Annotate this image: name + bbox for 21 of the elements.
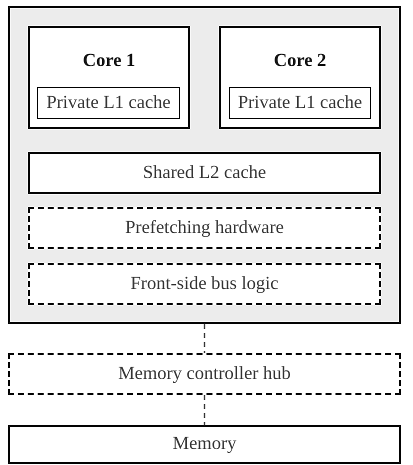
cache-box <box>37 87 180 119</box>
cache-label: Private L1 cache <box>238 92 362 114</box>
dashed-box <box>28 207 381 249</box>
chip-panel <box>8 6 401 324</box>
cache-box <box>229 87 371 119</box>
cache-label: Private L1 cache <box>46 92 171 114</box>
box-label: Memory controller hub <box>118 364 291 384</box>
core-label: Core 2 <box>274 51 326 72</box>
cache-box <box>28 152 381 194</box>
core-box <box>28 26 190 129</box>
box-label: Memory <box>172 434 236 455</box>
box-label: Front-side bus logic <box>130 274 278 294</box>
dashed-connector <box>204 324 206 353</box>
cache-label: Shared L2 cache <box>142 162 266 184</box>
dashed-box <box>28 263 381 305</box>
dashed-box <box>8 353 401 395</box>
core-box <box>219 26 381 129</box>
dashed-connector <box>204 395 206 425</box>
core-label: Core 1 <box>82 51 136 72</box>
box-label: Prefetching hardware <box>125 218 284 238</box>
memory-box <box>8 425 401 464</box>
